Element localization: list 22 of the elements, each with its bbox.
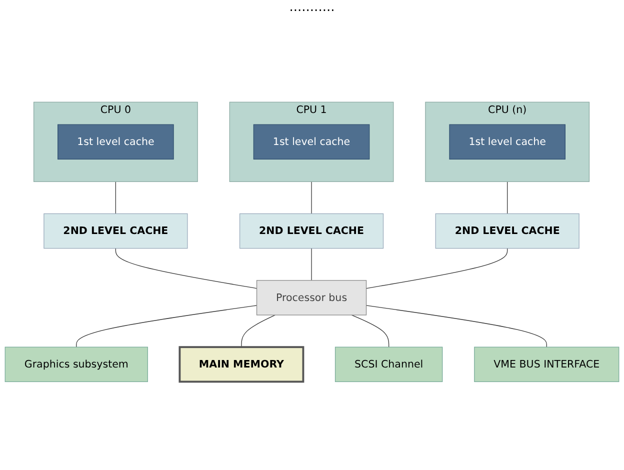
node-box: 1st level cache xyxy=(253,124,370,160)
connector xyxy=(311,248,312,281)
connector xyxy=(366,305,547,348)
node-box: 1st level cache xyxy=(58,124,174,160)
connector xyxy=(115,181,116,214)
node-box: VME BUS INTERFACE xyxy=(474,346,620,382)
node-box: 2ND LEVEL CACHE xyxy=(44,213,188,249)
node-box: 2ND LEVEL CACHE xyxy=(239,213,384,249)
connector xyxy=(507,181,508,214)
connector xyxy=(115,248,258,289)
ellipsis-label: ........... xyxy=(289,0,335,15)
node-box: 2ND LEVEL CACHE xyxy=(435,213,580,249)
connector xyxy=(76,305,258,348)
node-box: Processor bus xyxy=(256,280,367,316)
node-box: SCSI Channel xyxy=(334,346,443,382)
connector xyxy=(351,314,390,348)
connector xyxy=(311,181,312,214)
connector xyxy=(366,248,508,289)
node-box: 1st level cache xyxy=(449,124,566,160)
node-box: MAIN MEMORY xyxy=(178,346,304,383)
node-box: Graphics subsystem xyxy=(4,346,148,382)
connector xyxy=(241,314,276,348)
